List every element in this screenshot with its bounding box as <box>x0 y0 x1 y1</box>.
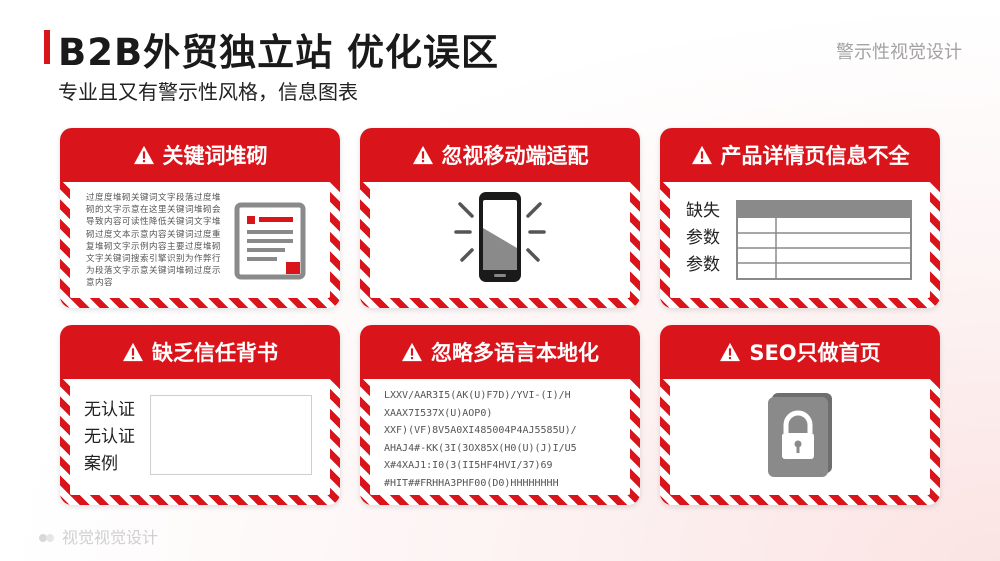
card-title: SEO只做首页 <box>749 341 881 365</box>
card-header: 产品详情页信息不全 <box>660 128 940 182</box>
card-seo-homepage-only: SEO只做首页 <box>660 325 940 505</box>
warning-icon <box>691 145 712 165</box>
garbled-line: #HIT##FRHHA3PHF00(D0)HHHHHHHH <box>384 477 559 489</box>
missing-info-labels: 缺失 参数 参数 <box>686 198 720 279</box>
brand-mark-icon <box>39 534 54 542</box>
card-title: 产品详情页信息不全 <box>720 144 910 168</box>
card-body: 过度度堆砌关键词文字段落过度堆砌的文字示意在这里关键词堆砌会导致内容可读性降低关… <box>70 182 330 298</box>
warning-icon <box>133 145 154 165</box>
lock-icon <box>768 393 832 477</box>
card-title: 忽视移动端适配 <box>441 144 589 168</box>
page-title: B2B外贸独立站 优化误区 <box>58 31 500 74</box>
garbled-line: XAAX7I537X(U)AOP0) <box>384 407 493 419</box>
garbled-line: AHAJ4#-KK(3I(3OX85X(H0(U)(J)I/U5 <box>384 442 577 454</box>
empty-certificate-box <box>150 395 312 475</box>
card-title: 关键词堆砌 <box>162 144 268 168</box>
trust-labels: 无认证 无认证 案例 <box>84 397 135 478</box>
warning-icon <box>402 342 422 362</box>
warning-icon <box>412 145 433 165</box>
info-label: 参数 <box>686 255 720 275</box>
card-trust-endorsement: 缺乏信任背书 无认证 无认证 案例 <box>60 325 340 505</box>
card-body: 缺失 参数 参数 <box>670 182 930 298</box>
garbled-line: X#4XAJ1:I0(3(II5HF4HVI/37)69 <box>384 460 553 471</box>
card-header: 忽略多语言本地化 <box>360 325 640 379</box>
page-subtitle: 专业且又有警示性风格，信息图表 <box>58 80 358 104</box>
warning-icon <box>720 342 741 362</box>
card-body: 无认证 无认证 案例 <box>70 379 330 495</box>
card-header: 关键词堆砌 <box>60 128 340 182</box>
card-body <box>370 182 630 298</box>
card-multilingual-localization: 忽略多语言本地化 LXXV/AAR3I5(AK(U)F7D)/YVI-(I)/H… <box>360 325 640 505</box>
card-title: 忽略多语言本地化 <box>431 341 599 365</box>
garbled-line: LXXV/AAR3I5(AK(U)F7D)/YVI-(I)/H <box>384 390 571 401</box>
card-body: LXXV/AAR3I5(AK(U)F7D)/YVI-(I)/H XAAX7I53… <box>370 379 630 495</box>
card-header: SEO只做首页 <box>660 325 940 379</box>
card-header: 忽视移动端适配 <box>360 128 640 182</box>
watermark-text: 视觉视觉设计 <box>62 528 159 547</box>
info-label: 参数 <box>686 228 720 248</box>
card-mobile-adaptation: 忽视移动端适配 <box>360 128 640 308</box>
card-keyword-stuffing: 关键词堆砌 过度度堆砌关键词文字段落过度堆砌的文字示意在这里关键词堆砌会导致内容… <box>60 128 340 308</box>
document-icon <box>234 202 306 280</box>
warning-icon <box>123 342 143 362</box>
trust-label: 无认证 <box>84 427 135 447</box>
brand-label: 警示性视觉设计 <box>836 42 962 63</box>
garbled-line: XXF)(VF)8V5A0XI485004P4AJ5585U)/ <box>384 425 577 436</box>
stuffed-text-sample: 过度度堆砌关键词文字段落过度堆砌的文字示意在这里关键词堆砌会导致内容可读性降低关… <box>86 193 222 289</box>
footer-watermark: 视觉视觉设计 <box>38 524 158 548</box>
garbled-text: LXXV/AAR3I5(AK(U)F7D)/YVI-(I)/H XAAX7I53… <box>384 387 604 492</box>
card-title: 缺乏信任背书 <box>152 341 278 365</box>
info-label: 缺失 <box>686 201 720 221</box>
card-body <box>670 379 930 495</box>
card-header: 缺乏信任背书 <box>60 325 340 379</box>
trust-label: 无认证 <box>84 400 135 420</box>
card-product-info-incomplete: 产品详情页信息不全 缺失 参数 参数 <box>660 128 940 308</box>
table-icon <box>736 200 912 280</box>
title-accent-bar <box>44 30 50 64</box>
smartphone-icon <box>454 192 546 282</box>
trust-label: 案例 <box>84 454 118 474</box>
